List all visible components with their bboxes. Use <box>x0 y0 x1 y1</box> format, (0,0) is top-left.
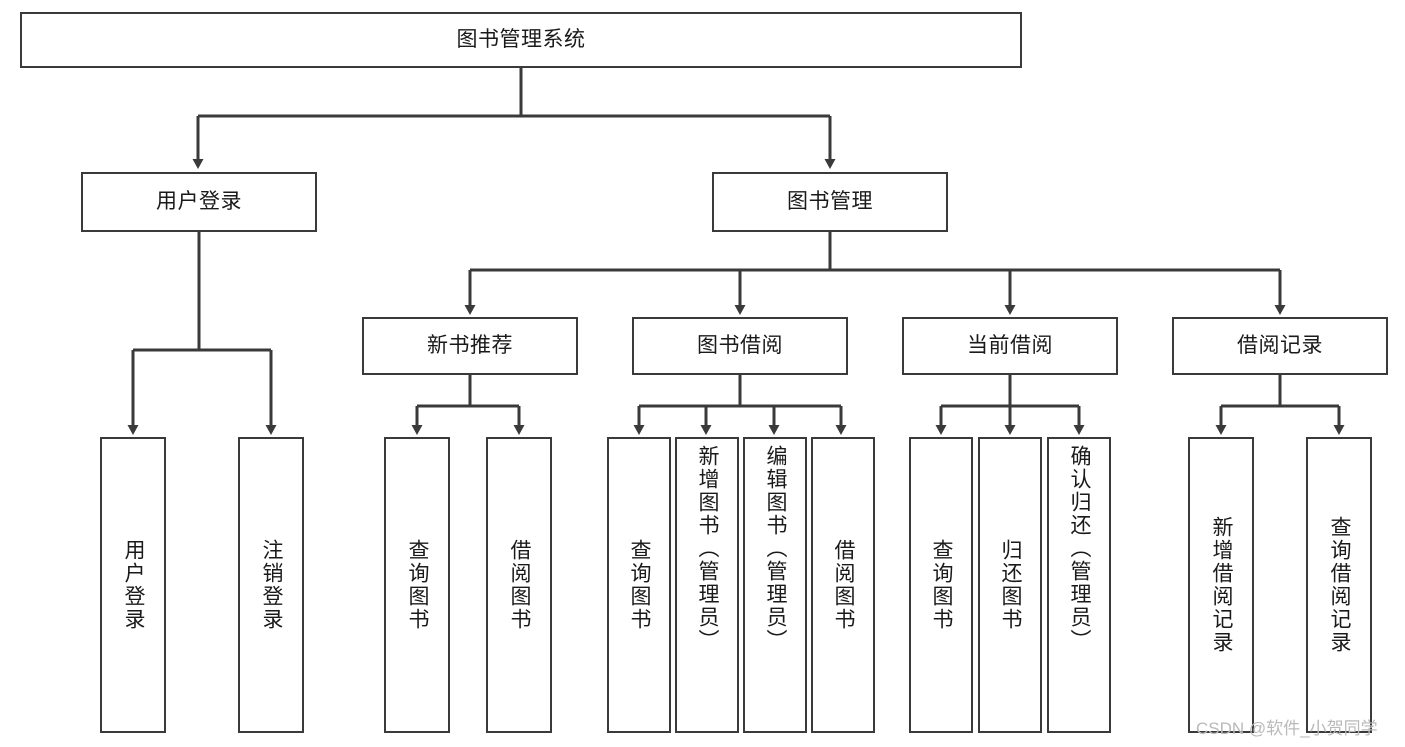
leaf-user-login-login[interactable]: 用户登录 <box>100 437 166 733</box>
node-label: 图书管理系统 <box>456 27 586 51</box>
leaf-borrow-query-books[interactable]: 查询图书 <box>607 437 671 733</box>
leaf-current-query-books[interactable]: 查询图书 <box>909 437 973 733</box>
node-label: 查询借阅记录 <box>1328 516 1352 654</box>
leaf-borrow-edit-book-admin[interactable]: 编辑图书（管理员） <box>743 437 807 733</box>
node-label: 确认归还（管理员） <box>1068 445 1092 652</box>
node-label: 查询图书 <box>930 539 954 631</box>
node-label: 新增借阅记录 <box>1210 516 1234 654</box>
node-book-borrowing[interactable]: 图书借阅 <box>632 317 848 375</box>
node-label: 查询图书 <box>628 539 652 631</box>
node-label: 新增图书（管理员） <box>696 445 720 652</box>
leaf-borrow-borrow-books[interactable]: 借阅图书 <box>811 437 875 733</box>
node-new-book-recommendation[interactable]: 新书推荐 <box>362 317 578 375</box>
leaf-borrow-add-book-admin[interactable]: 新增图书（管理员） <box>675 437 739 733</box>
node-label: 查询图书 <box>406 539 430 631</box>
node-book-management[interactable]: 图书管理 <box>712 172 948 232</box>
node-label: 编辑图书（管理员） <box>764 445 788 652</box>
leaf-record-query-borrow-record[interactable]: 查询借阅记录 <box>1306 437 1372 733</box>
leaf-record-add-borrow-record[interactable]: 新增借阅记录 <box>1188 437 1254 733</box>
watermark-text: CSDN @软件_小贺同学 <box>1196 719 1378 738</box>
node-label: 归还图书 <box>999 539 1023 631</box>
leaf-new-book-borrow-books[interactable]: 借阅图书 <box>486 437 552 733</box>
node-borrowing-record[interactable]: 借阅记录 <box>1172 317 1388 375</box>
node-label: 图书管理 <box>787 189 873 213</box>
leaf-current-confirm-return-admin[interactable]: 确认归还（管理员） <box>1047 437 1111 733</box>
leaf-user-login-logout[interactable]: 注销登录 <box>238 437 304 733</box>
node-user-login[interactable]: 用户登录 <box>81 172 317 232</box>
node-label: 借阅图书 <box>832 539 856 631</box>
node-label: 当前借阅 <box>967 333 1053 357</box>
node-label: 借阅图书 <box>508 539 532 631</box>
node-current-borrowing[interactable]: 当前借阅 <box>902 317 1118 375</box>
leaf-current-return-books[interactable]: 归还图书 <box>978 437 1042 733</box>
node-root-book-management-system[interactable]: 图书管理系统 <box>20 12 1022 68</box>
node-label: 借阅记录 <box>1237 333 1323 357</box>
node-label: 新书推荐 <box>427 333 513 357</box>
node-label: 用户登录 <box>122 539 146 631</box>
node-label: 图书借阅 <box>697 333 783 357</box>
node-label: 注销登录 <box>260 539 284 631</box>
leaf-new-book-query-books[interactable]: 查询图书 <box>384 437 450 733</box>
node-label: 用户登录 <box>156 189 242 213</box>
